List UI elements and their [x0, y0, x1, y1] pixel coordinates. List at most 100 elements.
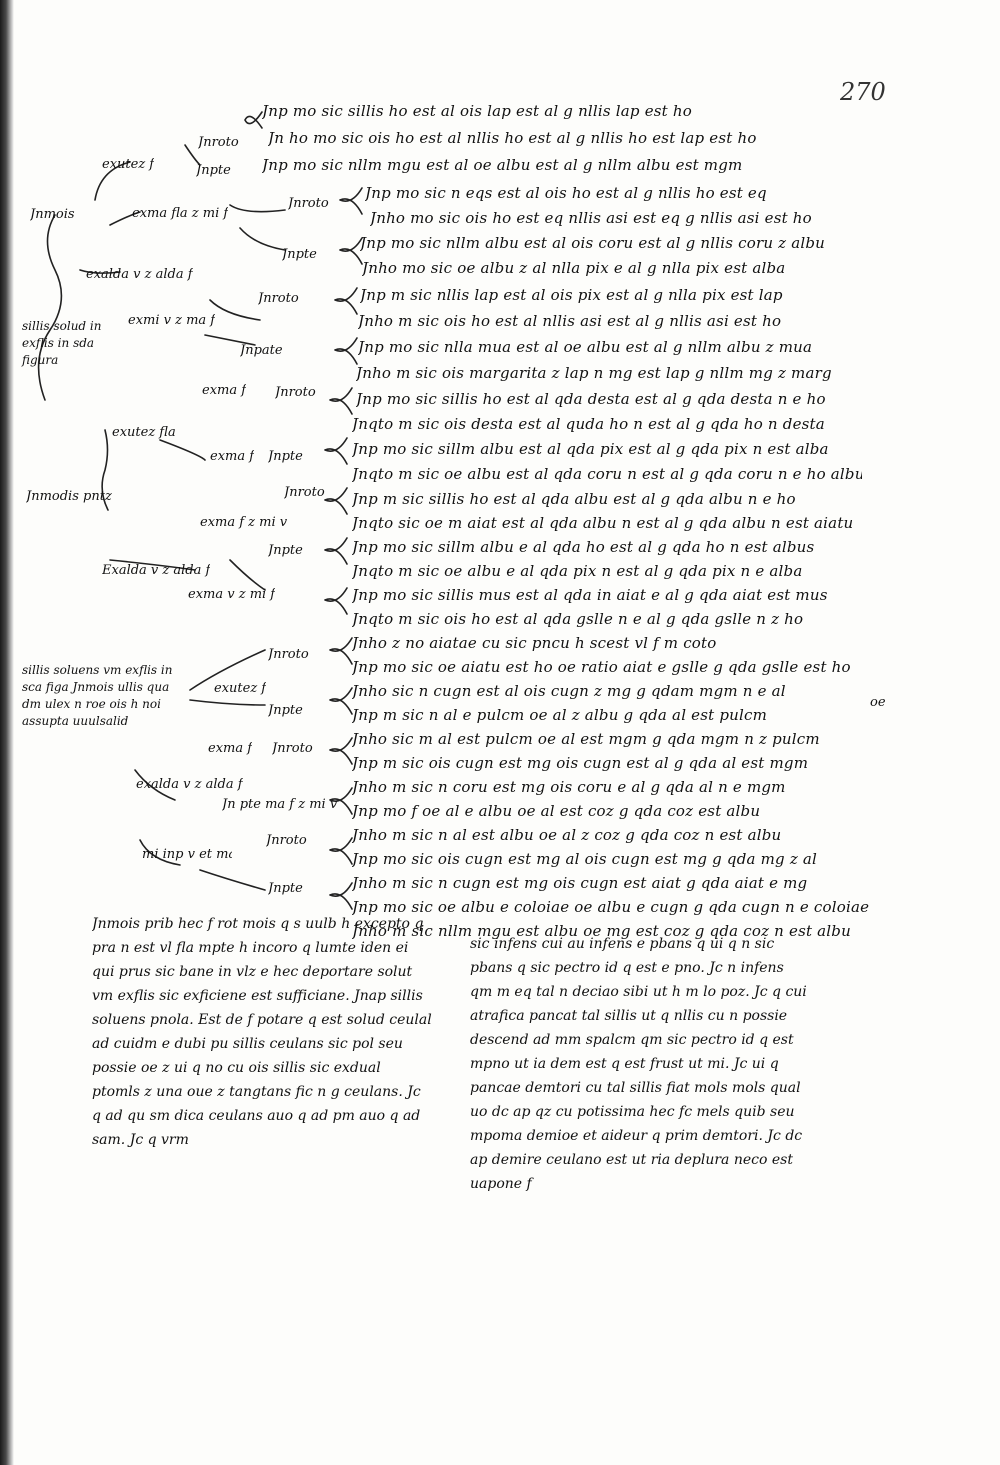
text-line: Jnp mo sic sillis ho est al ois lap est … [262, 102, 692, 120]
diagram-label: Jnroto [288, 196, 329, 211]
bracket-pair-16 [329, 882, 353, 910]
text-line: Jnp mo sic oe aiatu est ho oe ratio aiat… [352, 658, 851, 676]
text-line: Jnp mo sic nlla mua est al oe albu est a… [358, 338, 813, 356]
text-line: Jnp mo sic nllm mgu est al oe albu est a… [262, 156, 743, 174]
diagram-label: Jnroto [272, 741, 313, 756]
text-line: Jnqto m sic oe albu est al qda coru n es… [352, 465, 862, 483]
bracket-sub-3 [239, 227, 286, 251]
bracket-sub-5 [204, 334, 256, 346]
diagram-label: Jnpte [282, 247, 317, 262]
text-line: Jnqto sic oe m aiat est al qda albu n es… [352, 514, 854, 532]
text-line: Jnho mo sic ois ho est eq nllis asi est … [370, 209, 812, 227]
bracket-pair-15 [329, 837, 353, 865]
text-line: Jnp m sic n al e pulcm oe al z albu g qd… [352, 706, 768, 724]
text-line: Jnqto m sic oe albu e al qda pix n est a… [352, 562, 803, 580]
bracket-pair-10 [324, 587, 348, 615]
bracket-mid-1 [101, 429, 109, 511]
text-line: Jnp mo sic ois cugn est mg al ois cugn e… [352, 850, 818, 868]
text-line: Jnho sic n cugn est al ois cugn z mg g q… [352, 682, 786, 700]
bracket-pair-8 [324, 487, 348, 515]
diagram-label: Jnroto [198, 135, 239, 150]
bracket-pair-4 [334, 287, 358, 315]
bracket-pair-7 [324, 437, 348, 465]
bracket-pair-13 [329, 737, 353, 765]
bracket-sub-4 [209, 299, 261, 321]
diagram-label: exma v z mi f [188, 587, 276, 602]
text-line: Jnp m sic ois cugn est mg ois cugn est a… [352, 754, 809, 772]
bracket-pair-14 [329, 787, 353, 815]
diagram-label: Jnmodis pntz [26, 489, 112, 504]
diagram-label: Jnpate [240, 343, 283, 358]
diagram-label: Jnroto [284, 485, 325, 500]
text-line: Jnho z no aiatae cu sic pncu h scest vl … [352, 634, 717, 652]
text-line: Jnho m sic ois ho est al nllis asi est a… [358, 312, 782, 330]
paragraph-left: Jnmois prib hec f rot mois q s uulb h ex… [92, 916, 432, 1148]
text-line: Jnp mo sic nllm albu est al ois coru est… [360, 234, 826, 252]
diagram-label: exma f z mi v [200, 515, 288, 530]
bracket-pair-11 [329, 637, 353, 665]
text-line: Jnho m sic n al est albu oe al z coz g q… [352, 826, 782, 844]
bracket-mid-2 [159, 439, 206, 461]
diagram-label: exutez f [214, 681, 267, 696]
diagram-label: oe [870, 695, 886, 710]
text-line: Jnp mo sic sillis ho est al qda desta es… [356, 390, 826, 408]
diagram-label: Jnpte [196, 163, 231, 178]
text-line: Jnp m sic nllis lap est al ois pix est a… [360, 286, 783, 304]
bracket-pair-2 [339, 187, 363, 215]
diagram-label: exalda v z alda f [86, 267, 193, 282]
margin-note: sillis soluens vm exflis in sca figa Jnm… [22, 663, 173, 728]
bracket-pair-3 [339, 237, 363, 265]
bracket-exutez [94, 161, 131, 201]
bracket-mid-5 [189, 649, 266, 691]
text-line: Jnp mo sic sillm albu est al qda pix est… [352, 440, 829, 458]
text-line: Jn ho mo sic ois ho est al nllis ho est … [268, 129, 757, 147]
diagram-label: exalda v z alda f [136, 777, 243, 792]
diagram-label: Jnroto [268, 647, 309, 662]
text-line: Jnp mo sic sillm albu e al qda ho est al… [352, 538, 815, 556]
diagram-label: exutez f [102, 157, 155, 172]
bracket-pair-9 [324, 537, 348, 565]
bracket-mid-4 [229, 559, 266, 591]
diagram-label: Jn pte ma f z mi v [222, 797, 338, 812]
text-line: Jnho mo sic oe albu z al nlla pix e al g… [362, 259, 786, 277]
text-line: Jnp mo f oe al e albu oe al est coz g qd… [352, 802, 761, 820]
bracket-sub-2 [229, 204, 286, 213]
text-line: Jnho sic m al est pulcm oe al est mgm g … [352, 730, 820, 748]
text-line: Jnqto m sic ois desta est al quda ho n e… [352, 415, 825, 433]
diagram-label: Jnroto [266, 833, 307, 848]
text-line: Jnho m sic n cugn est mg ois cugn est ai… [352, 874, 808, 892]
bracket-exalda [79, 269, 121, 274]
margin-note: sillis solud in exflis in sda figura [22, 319, 102, 367]
diagram-label: exutez fla [112, 425, 176, 440]
diagram-label: Exalda v z alda f [102, 563, 211, 578]
text-line: Jnho m sic ois margarita z lap n mg est … [356, 364, 832, 382]
diagram-label: exma fla z mi f [132, 206, 229, 221]
paragraph-right: sic infens cui au infens e pbans q ui q … [470, 936, 807, 1192]
bracket-mid-8 [139, 839, 181, 866]
diagram-label: exma f [210, 449, 255, 464]
diagram-label: exmi v z ma f [128, 313, 216, 328]
diagram-label: Jnpte [268, 881, 303, 896]
diagram-label: Jnroto [275, 385, 316, 400]
diagram-label: Jnmois [30, 207, 75, 222]
bracket-pair-12 [329, 687, 353, 715]
text-line: Jnp m sic sillis ho est al qda albu est … [352, 490, 796, 508]
diagram-label: mi inp v et ma f [142, 847, 232, 862]
bracket-sub-1 [184, 144, 201, 166]
text-line: Jnqto m sic ois ho est al qda gslle n e … [352, 610, 804, 628]
bracket-mid-6 [189, 699, 266, 706]
diagram-label: Jnpte [268, 449, 303, 464]
diagram-label: Jnpte [268, 543, 303, 558]
page-binding-edge [0, 0, 14, 1465]
text-line: Jnho m sic n coru est mg ois coru e al g… [352, 778, 786, 796]
bracket-mid-9 [199, 869, 266, 891]
diagram-label: exma f [202, 383, 247, 398]
diagram-label: Jnpte [268, 703, 303, 718]
bracket-pair-6 [329, 387, 353, 415]
bracket-mid-3 [109, 559, 196, 571]
bracket-mid-7 [134, 769, 176, 801]
text-line: Jnp mo sic sillis mus est al qda in aiat… [352, 586, 828, 604]
diagram-label: Jnroto [258, 291, 299, 306]
